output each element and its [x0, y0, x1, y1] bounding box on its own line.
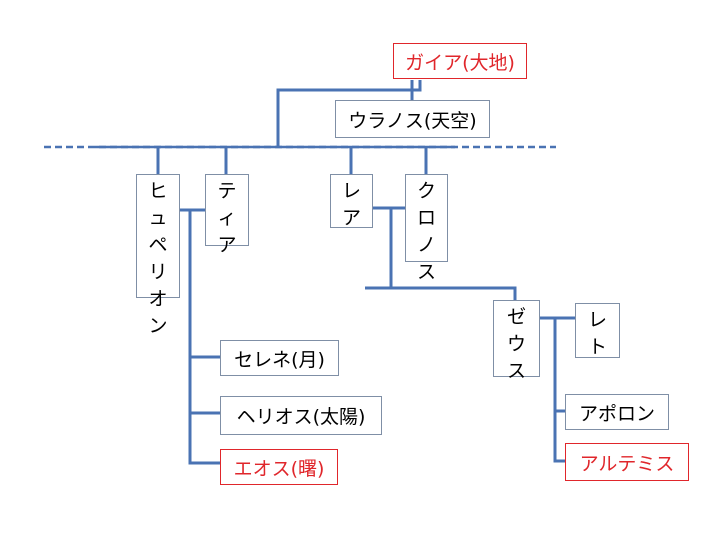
node-rhea: レア: [330, 174, 373, 229]
node-gaia: ガイア(大地): [393, 43, 527, 79]
node-label: レト: [588, 309, 608, 358]
node-uranus: ウラノス(天空): [335, 100, 490, 138]
node-leto: レト: [575, 303, 620, 358]
node-theia: ティア: [205, 174, 249, 256]
node-label: ティア: [217, 180, 237, 256]
node-label: ゼウス: [507, 306, 527, 382]
node-selene: セレネ(月): [220, 340, 339, 376]
node-helios: ヘリオス(太陽): [220, 396, 382, 435]
node-apollo: アポロン: [565, 394, 669, 430]
node-label: ヒュペリオン: [148, 180, 168, 337]
node-zeus: ゼウス: [493, 300, 540, 382]
node-artemis: アルテミス: [565, 443, 689, 481]
node-eos: エオス(曙): [220, 449, 338, 485]
node-hyperion: ヒュペリオン: [136, 174, 180, 337]
node-cronus: クロノス: [405, 174, 448, 283]
node-label: レア: [342, 180, 362, 229]
node-label: クロノス: [417, 180, 437, 283]
